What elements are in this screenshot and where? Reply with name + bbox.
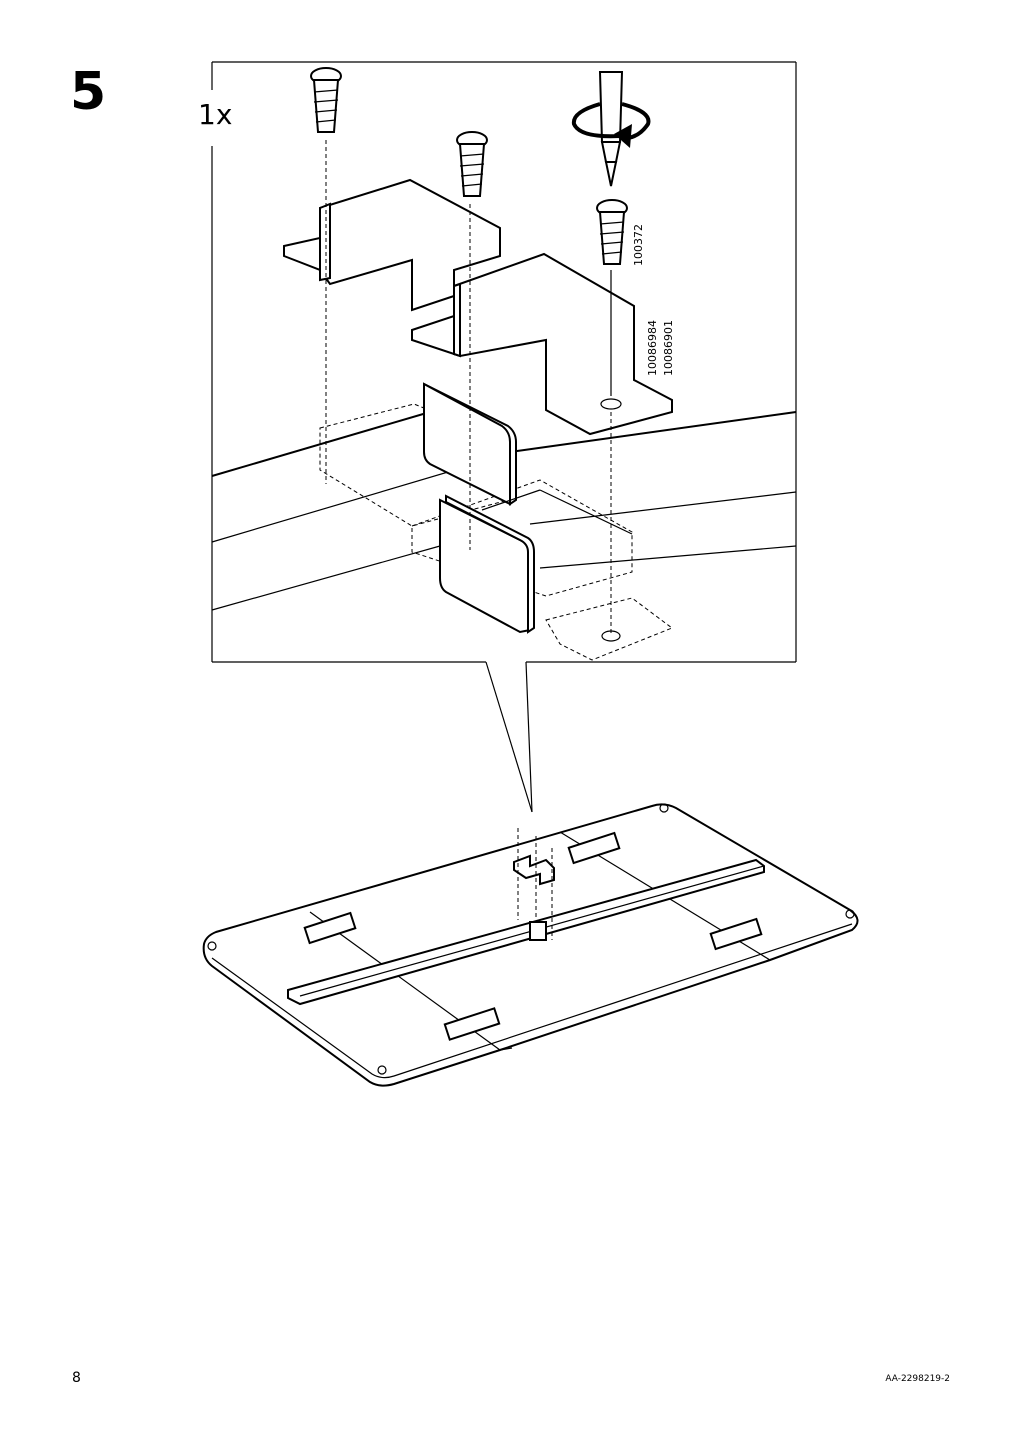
quantity-label: 1x bbox=[198, 98, 233, 131]
bracket-code-1: 10086984 bbox=[646, 320, 659, 376]
bracket-icon bbox=[283, 178, 673, 436]
detail-frame bbox=[211, 61, 797, 813]
screw-icon bbox=[596, 199, 628, 642]
recess-outline bbox=[319, 403, 674, 661]
screw-code: 100372 bbox=[632, 224, 645, 266]
screwdriver-icon bbox=[598, 71, 624, 187]
screw-icon bbox=[456, 131, 488, 550]
rotate-arrow-icon bbox=[571, 102, 651, 148]
page-number: 8 bbox=[72, 1370, 81, 1386]
document-code: AA-2298219-2 bbox=[885, 1374, 950, 1384]
step-number: 5 bbox=[70, 62, 107, 122]
screw-icon bbox=[310, 67, 342, 484]
bracket-code-2: 10086901 bbox=[662, 320, 675, 376]
part-codes: 100372 10086984 10086901 bbox=[632, 224, 675, 376]
end-cap-front bbox=[439, 489, 633, 634]
table-top-icon bbox=[202, 803, 859, 1087]
